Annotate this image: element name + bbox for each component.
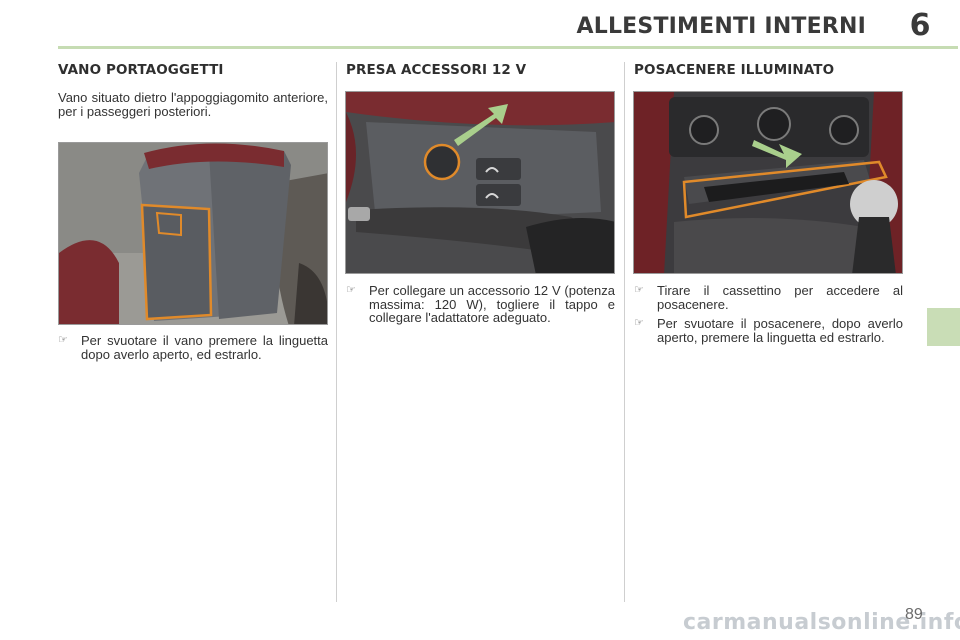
bullet-list-ashtray: ☞ Tirare il cassettino per accedere al p… bbox=[634, 284, 903, 350]
bullet-text: Per svuotare il posacenere, dopo averlo … bbox=[657, 316, 903, 345]
pointing-hand-icon: ☞ bbox=[58, 334, 68, 346]
column-divider bbox=[336, 62, 337, 602]
chapter-side-tab bbox=[927, 308, 960, 346]
ashtray-photo bbox=[633, 91, 903, 274]
pointing-hand-icon: ☞ bbox=[634, 284, 644, 296]
bullet-list-storage: ☞ Per svuotare il vano premere la lingue… bbox=[58, 334, 328, 367]
section-intro-storage: Vano situato dietro l'appoggiagomito ant… bbox=[58, 90, 328, 119]
bullet-text: Tirare il cassettino per accedere al pos… bbox=[657, 283, 903, 312]
bullet-text: Per svuotare il vano premere la linguett… bbox=[81, 333, 328, 362]
bullet-item: ☞ Per svuotare il posacenere, dopo averl… bbox=[634, 317, 903, 344]
storage-compartment-photo bbox=[58, 142, 328, 325]
page-number: 89 bbox=[905, 606, 923, 623]
header-rule bbox=[58, 46, 958, 49]
bullet-list-socket: ☞ Per collegare un accessorio 12 V (pote… bbox=[346, 284, 615, 331]
bullet-text: Per collegare un accessorio 12 V (potenz… bbox=[369, 283, 615, 325]
section-title-ashtray: POSACENERE ILLUMINATO bbox=[634, 62, 835, 78]
accessory-socket-photo bbox=[345, 91, 615, 274]
bullet-item: ☞ Per svuotare il vano premere la lingue… bbox=[58, 334, 328, 361]
pointing-hand-icon: ☞ bbox=[346, 284, 356, 296]
watermark: carmanualsonline.info bbox=[683, 610, 960, 635]
pointing-hand-icon: ☞ bbox=[634, 317, 644, 329]
section-title-storage: VANO PORTAOGGETTI bbox=[58, 62, 224, 78]
chapter-title: ALLESTIMENTI INTERNI bbox=[576, 14, 866, 39]
bullet-item: ☞ Tirare il cassettino per accedere al p… bbox=[634, 284, 903, 311]
bullet-item: ☞ Per collegare un accessorio 12 V (pote… bbox=[346, 284, 615, 325]
column-divider bbox=[624, 62, 625, 602]
chapter-number: 6 bbox=[909, 8, 931, 43]
section-title-socket: PRESA ACCESSORI 12 V bbox=[346, 62, 527, 78]
